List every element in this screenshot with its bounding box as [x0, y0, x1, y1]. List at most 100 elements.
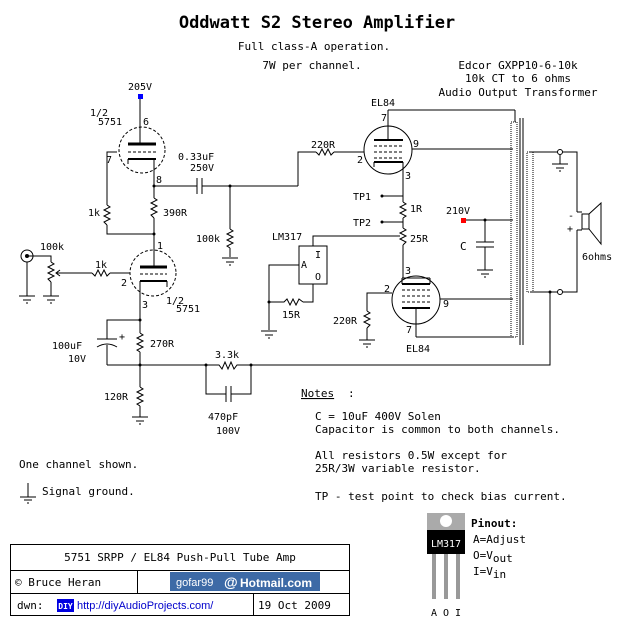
resistor-1k-input — [91, 268, 111, 278]
cap-470pf-value: 470pF — [208, 412, 238, 423]
pin-3-el84-top: 3 — [405, 171, 411, 182]
pin-3: 3 — [142, 300, 148, 311]
lm317-pin-o: O — [315, 272, 321, 283]
pinout-heading: Pinout: — [471, 517, 517, 530]
website-link[interactable]: http://diyAudioProjects.com/ — [77, 600, 214, 612]
tube-5751-lower — [129, 249, 177, 300]
r-100k-grid-label: 100k — [196, 234, 220, 245]
wire — [268, 264, 299, 330]
r-120-label: 120R — [104, 392, 129, 403]
pin-7: 7 — [106, 155, 112, 166]
cap-coupling-voltage: 250V — [190, 163, 214, 174]
r-1r-label: 1R — [410, 204, 423, 215]
pinout-i: I=Vin — [473, 565, 506, 581]
tube-lower-half: 1/2 — [166, 296, 184, 307]
tp2-label: TP2 — [353, 218, 371, 229]
pin-1: 1 — [157, 241, 163, 252]
resistor-1r — [398, 201, 408, 219]
pin-6: 6 — [143, 117, 149, 128]
drawing-date: 19 Oct 2009 — [258, 599, 331, 612]
ground-icon — [19, 295, 35, 304]
svg-text:Hotmail.com: Hotmail.com — [240, 576, 312, 590]
r-1k-input-label: 1k — [95, 260, 107, 271]
pin-9-el84-bottom: 9 — [443, 299, 449, 310]
b-plus-output-node — [461, 218, 466, 223]
resistor-270r — [135, 332, 145, 353]
schematic-title: Oddwatt S2 Stereo Amplifier — [179, 13, 455, 33]
diy-badge-icon — [57, 599, 74, 612]
svg-text:@: @ — [224, 574, 238, 590]
wire — [303, 284, 314, 303]
tube-upper-type: 5751 — [98, 117, 122, 128]
email-badge[interactable]: gofar99 @ Hotmail.com — [170, 572, 320, 591]
ground-icon — [20, 483, 36, 504]
r-390-label: 390R — [163, 208, 188, 219]
el84-upper-label: EL84 — [371, 98, 395, 109]
cap-coupling-value: 0.33uF — [178, 152, 214, 163]
lm317-pin-i: I — [315, 250, 321, 261]
speaker-label: 6ohms — [582, 252, 612, 263]
cap-100uf-value: 100uF — [52, 341, 82, 352]
pot-25r[interactable] — [398, 227, 408, 246]
r-220-bottom-label: 220R — [333, 316, 358, 327]
cap-plus: + — [119, 332, 125, 343]
pin-7-el84-top: 7 — [381, 113, 387, 124]
transformer-model: Edcor GXPP10-6-10k — [458, 59, 578, 72]
tube-upper-half: 1/2 — [90, 108, 108, 119]
resistor-220r-top — [315, 147, 335, 157]
lm317-legs: A O I — [431, 608, 461, 619]
resistor-390r — [149, 197, 159, 219]
cap-100uf — [96, 338, 118, 348]
pot-25r-label: 25R — [410, 234, 429, 245]
pin-2-el84-bottom: 2 — [384, 284, 390, 295]
ground-icon — [261, 330, 277, 339]
tp1-label: TP1 — [353, 192, 371, 203]
svg-text:DIY: DIY — [58, 602, 73, 611]
pinout-o: O=Vout — [473, 549, 513, 565]
cap-470pf-voltage: 100V — [216, 426, 240, 437]
resistor-120r — [135, 386, 145, 407]
tube-lower-type: 5751 — [176, 304, 200, 315]
b-plus-output-label: 210V — [446, 206, 470, 217]
pot-100k[interactable] — [46, 261, 56, 283]
pin-2: 2 — [121, 278, 127, 289]
r-15r-label: 15R — [282, 310, 301, 321]
wire — [106, 151, 117, 205]
speaker-plus: + — [567, 224, 573, 235]
wire — [106, 225, 154, 235]
resistor-1k-feedback — [102, 204, 112, 226]
ground-icon — [552, 163, 568, 172]
wire — [27, 255, 52, 262]
wire — [312, 235, 400, 246]
tube-el84-upper — [363, 110, 413, 196]
svg-text::: : — [348, 387, 355, 400]
ground-icon — [222, 257, 238, 266]
r-3k3-label: 3.3k — [215, 350, 239, 361]
note-line-4: 25R/3W variable resistor. — [315, 462, 481, 475]
r-1k-feedback-label: 1k — [88, 208, 100, 219]
ground-icon — [477, 269, 493, 278]
svg-text:gofar99: gofar99 — [176, 577, 213, 589]
project-title: 5751 SRPP / EL84 Push-Pull Tube Amp — [64, 551, 296, 564]
pin-3-el84-bottom: 3 — [405, 266, 411, 277]
lm317-label: LM317 — [272, 232, 302, 243]
speaker-icon — [581, 201, 602, 246]
resistor-3k3 — [206, 360, 251, 371]
wire — [366, 292, 392, 311]
drawn-label: dwn: — [17, 599, 44, 612]
b-plus-driver-node — [138, 94, 143, 99]
legend-signal-ground: Signal ground. — [42, 485, 135, 498]
pinout-a: A=Adjust — [473, 533, 526, 546]
note-line-3: All resistors 0.5W except for — [315, 449, 507, 462]
cap-470pf — [231, 365, 252, 395]
pin-8: 8 — [156, 175, 162, 186]
r-270-label: 270R — [150, 339, 175, 350]
lm317-pin-a: A — [301, 260, 307, 271]
ground-icon — [43, 295, 59, 304]
wire — [530, 151, 578, 212]
feedback-wire — [251, 292, 551, 366]
r-220-top-label: 220R — [311, 140, 336, 151]
note-line-5: TP - test point to check bias current. — [315, 490, 567, 503]
ground-icon — [359, 339, 375, 348]
